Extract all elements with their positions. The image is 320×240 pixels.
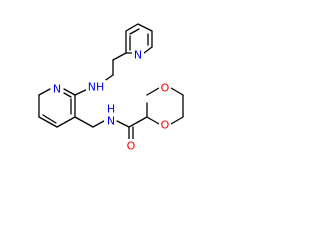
bond-layer [38,23,184,142]
svg-text:H: H [107,103,115,116]
pyridine-nitrogen-label: N [51,82,63,96]
bond [128,116,148,128]
pyridine-nitrogen-label: N [132,48,144,62]
svg-text:O: O [127,140,136,153]
bond [56,116,76,128]
atom-label-layer: N N NH H N O O O [51,48,171,153]
bond [38,88,51,96]
bond [125,23,139,32]
bond [74,116,94,128]
dioxane-oxygen-label: O [159,81,171,95]
carbonyl-oxygen-label: O [125,139,137,153]
bond [112,52,127,61]
svg-text:N: N [134,49,142,62]
svg-text:O: O [161,119,170,132]
svg-text:NH: NH [88,81,105,94]
svg-text:O: O [161,82,170,95]
bond [38,116,58,128]
svg-text:N: N [107,115,115,128]
molecule-diagram: N N NH H N O O O [38,23,184,153]
amide-nh-label: H N [104,103,116,128]
bond [116,120,130,128]
bond [63,88,76,96]
bond [146,87,160,96]
bond [129,28,140,35]
bond [137,23,153,32]
bond [42,114,57,124]
amine-nh-label: NH [86,80,106,94]
bond [143,46,153,54]
svg-text:N: N [53,83,61,96]
bond [170,116,184,125]
bond [63,92,72,98]
bond [170,87,184,96]
structure-canvas: N N NH H N O O O [38,23,184,153]
dioxane-oxygen-label: O [159,118,171,132]
bond [146,116,160,125]
bond [92,120,105,128]
